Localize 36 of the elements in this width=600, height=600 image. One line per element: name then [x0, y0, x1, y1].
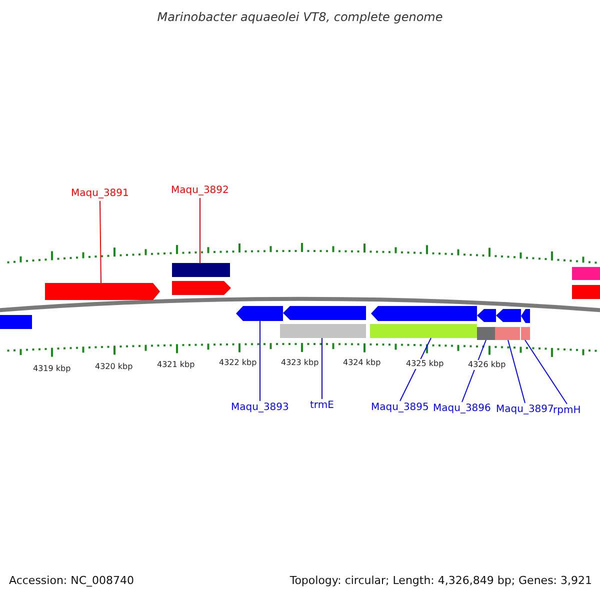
gene-feature	[0, 315, 32, 329]
gene-feature	[477, 327, 495, 340]
gene-feature	[572, 267, 600, 280]
position-label: 4320 kbp	[95, 362, 133, 372]
gene-label: Maqu_3892	[171, 184, 229, 198]
position-label: 4326 kbp	[468, 360, 506, 370]
leader-line	[524, 340, 568, 404]
gene-feature	[521, 327, 530, 340]
gene-feature	[236, 306, 283, 321]
gene-label: Maqu_3893	[231, 401, 289, 415]
position-label: 4321 kbp	[157, 360, 195, 370]
gene-label: trmE	[310, 399, 334, 413]
gene-label: Maqu_3896	[433, 402, 491, 416]
leader-line	[100, 200, 102, 284]
gene-label: rpmH	[553, 404, 581, 418]
gene-label: Maqu_3897	[496, 403, 554, 417]
position-label: 4322 kbp	[219, 358, 257, 368]
position-label: 4323 kbp	[281, 358, 319, 368]
position-label: 4319 kbp	[33, 364, 71, 374]
gene-feature	[280, 324, 366, 338]
gene-feature	[572, 285, 600, 299]
accession-text: Accession: NC_008740	[9, 574, 134, 588]
gene-feature	[477, 309, 496, 322]
gene-feature	[495, 327, 520, 340]
genome-summary-text: Topology: circular; Length: 4,326,849 bp; Genes: 3,921	[290, 574, 592, 588]
gene-feature	[172, 281, 231, 295]
position-label: 4325 kbp	[406, 359, 444, 369]
map-title: Marinobacter aquaeolei VT8, complete genome	[156, 10, 444, 24]
gene-feature	[172, 263, 230, 277]
gene-feature	[45, 283, 160, 300]
leader-line	[508, 340, 526, 404]
gene-feature	[370, 324, 477, 338]
gene-label: Maqu_3891	[71, 187, 129, 201]
position-label: 4324 kbp	[343, 358, 381, 368]
gene-feature	[283, 306, 366, 320]
gene-label: Maqu_3895	[371, 401, 429, 415]
